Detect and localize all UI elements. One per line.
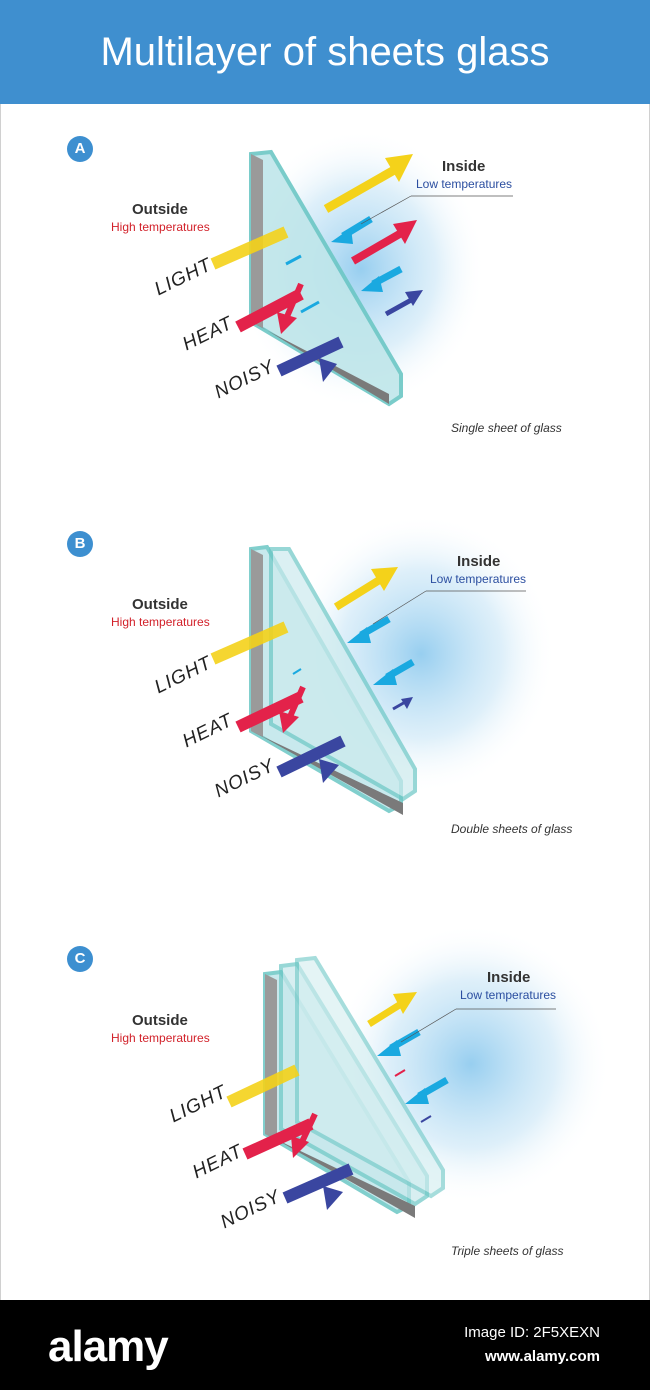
cold-small-arrow-1 — [285, 254, 302, 266]
cold-in-arrowhead-2 — [361, 276, 383, 292]
light-through-arrow — [323, 165, 399, 213]
cold-in-arrowhead-2 — [405, 1088, 429, 1104]
heat-out-arrow — [350, 228, 406, 265]
diagram-caption: Triple sheets of glass — [451, 1244, 564, 1258]
cold-small-arrow-2 — [300, 300, 320, 314]
cold-in-arrowhead-1 — [377, 1040, 401, 1056]
noise-down-arrowhead — [323, 1186, 343, 1210]
site-url[interactable]: www.alamy.com — [484, 1348, 600, 1365]
diagram-area: A Outside High temperatures Inside Low t… — [0, 104, 650, 1300]
heat-down-arrowhead — [291, 1136, 309, 1158]
outside-label: Outside — [132, 201, 188, 218]
section-badge: B — [67, 531, 93, 557]
cold-in-arrowhead-1 — [331, 228, 353, 244]
cold-in-arrowhead-1 — [347, 627, 371, 643]
page-title: Multilayer of sheets glass — [100, 30, 550, 74]
heat-down-arrowhead — [279, 711, 299, 733]
diagram-caption: Double sheets of glass — [451, 822, 573, 836]
outside-label: Outside — [132, 1012, 188, 1029]
noise-down-arrowhead — [319, 759, 339, 783]
heat-down-arrowhead — [277, 312, 297, 334]
noise-arrow — [276, 336, 344, 377]
noise-arrow — [276, 735, 346, 778]
light-through-arrow — [367, 1001, 403, 1027]
inside-pointer-diag — [360, 195, 412, 225]
cold-in-arrowhead-2 — [373, 669, 397, 685]
light-arrowhead — [371, 567, 398, 591]
heat-arrow — [242, 1118, 314, 1160]
header-banner: Multilayer of sheets glass — [0, 0, 650, 104]
inside-pointer-diag — [372, 590, 427, 625]
inside-sub-label: Low temperatures — [460, 988, 557, 1002]
cold-small-arrow — [292, 668, 302, 675]
light-arrowhead — [385, 154, 413, 182]
section-b: B Outside High temperatures Inside Low t… — [1, 514, 650, 919]
light-through-arrow — [333, 575, 384, 611]
triple-glass-diagram — [226, 924, 611, 1218]
alamy-logo: alamy — [48, 1322, 169, 1371]
light-arrow — [210, 621, 289, 665]
footer-bar: alamy Image ID: 2F5XEXN www.alamy.com — [0, 1300, 650, 1390]
inside-sub-label: Low temperatures — [416, 177, 513, 191]
inside-label: Inside — [442, 158, 486, 175]
outside-sub-label: High temperatures — [111, 1031, 210, 1045]
single-glass-diagram — [210, 129, 513, 409]
section-a: A Outside High temperatures Inside Low t… — [1, 124, 650, 524]
outside-label: Outside — [132, 596, 188, 613]
inside-label: Inside — [457, 553, 501, 570]
light-arrow — [210, 226, 289, 270]
heat-small-arrow — [394, 1069, 406, 1077]
section-c: C Outside High temperatures Inside Low t… — [1, 924, 650, 1334]
glass-frame-left — [265, 974, 277, 1140]
heat-down-arrow — [286, 685, 306, 721]
glass-pane-inner — [295, 955, 445, 1199]
inside-label: Inside — [487, 969, 531, 986]
light-arrow — [226, 1064, 300, 1108]
heat-arrow — [235, 288, 304, 333]
heat-arrow — [235, 691, 304, 733]
image-id: Image ID: 2F5XEXN — [464, 1324, 600, 1341]
inside-sub-label: Low temperatures — [430, 572, 527, 586]
heat-down-arrow — [298, 1112, 318, 1146]
heat-out-arrowhead — [393, 220, 417, 244]
noise-out-arrowhead — [401, 697, 413, 709]
double-glass-diagram — [210, 514, 556, 815]
noise-down-arrowhead — [319, 358, 337, 382]
section-badge: A — [67, 136, 93, 162]
outside-sub-label: High temperatures — [111, 220, 210, 234]
light-arrowhead — [393, 992, 417, 1014]
noise-small-arrow — [420, 1115, 432, 1123]
heat-down-arrow — [283, 282, 304, 321]
inside-pointer-diag — [400, 1008, 457, 1043]
outside-sub-label: High temperatures — [111, 615, 210, 629]
noise-out-arrow — [384, 296, 415, 317]
section-badge: C — [67, 946, 93, 972]
diagram-caption: Single sheet of glass — [451, 421, 562, 435]
glass-pane-inner — [269, 547, 417, 802]
noise-arrow — [282, 1163, 354, 1204]
noise-out-arrowhead — [405, 290, 423, 306]
